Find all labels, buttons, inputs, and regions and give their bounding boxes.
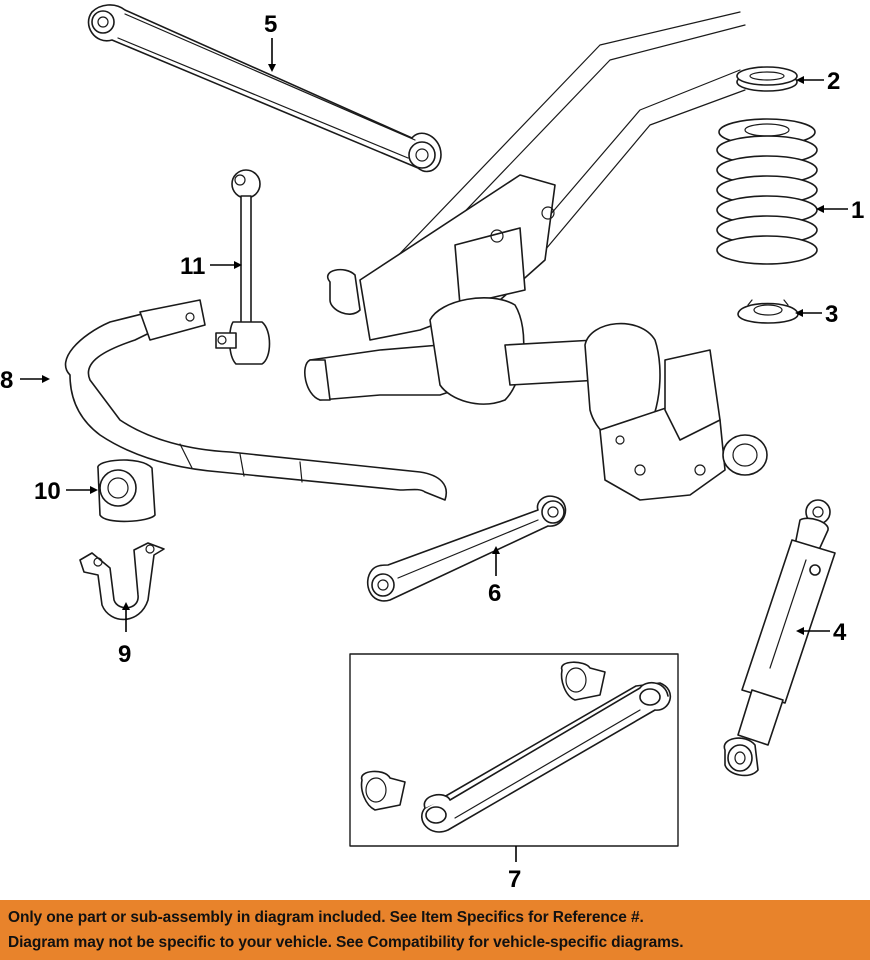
upper-control-arm xyxy=(87,4,442,173)
callout-1: 1 xyxy=(816,197,864,224)
callout-label-5: 5 xyxy=(264,11,277,38)
callout-9: 9 xyxy=(118,602,131,668)
stabilizer-bushing xyxy=(97,459,156,523)
lower-spring-insulator xyxy=(737,299,799,324)
callout-label-2: 2 xyxy=(827,68,840,95)
stabilizer-bracket xyxy=(79,542,165,621)
disclaimer-line-2: Diagram may not be specific to your vehi… xyxy=(8,934,684,951)
callout-label-7: 7 xyxy=(508,866,521,893)
callout-label-9: 9 xyxy=(118,641,131,668)
coil-spring xyxy=(716,118,818,265)
callout-label-1: 1 xyxy=(851,197,864,224)
lower-control-arm-kit xyxy=(349,653,679,847)
callout-10: 10 xyxy=(34,478,98,505)
callout-label-3: 3 xyxy=(825,301,838,328)
stabilizer-bar xyxy=(64,299,447,501)
callout-label-11: 11 xyxy=(180,253,205,280)
suspension-parts-diagram: 1 2 3 4 5 6 7 8 9 10 xyxy=(0,4,864,893)
rear-axle-housing xyxy=(304,297,768,501)
callout-8: 8 xyxy=(0,367,50,394)
vehicle-frame xyxy=(327,11,746,341)
callout-6: 6 xyxy=(488,546,501,607)
stabilizer-link xyxy=(215,169,271,365)
callout-label-6: 6 xyxy=(488,580,501,607)
shock-absorber xyxy=(723,499,836,777)
disclaimer-banner: Only one part or sub-assembly in diagram… xyxy=(0,900,870,960)
upper-spring-insulator xyxy=(736,66,798,92)
disclaimer-line-1: Only one part or sub-assembly in diagram… xyxy=(8,909,644,926)
callout-4: 4 xyxy=(796,619,847,646)
callout-label-8: 8 xyxy=(0,367,13,394)
callout-3: 3 xyxy=(795,301,838,328)
callout-label-10: 10 xyxy=(34,478,61,505)
callout-11: 11 xyxy=(180,253,242,280)
callout-5: 5 xyxy=(264,11,277,72)
callout-label-4: 4 xyxy=(833,619,847,646)
lower-link xyxy=(366,495,567,602)
callout-7: 7 xyxy=(508,846,521,893)
callout-2: 2 xyxy=(796,68,840,95)
